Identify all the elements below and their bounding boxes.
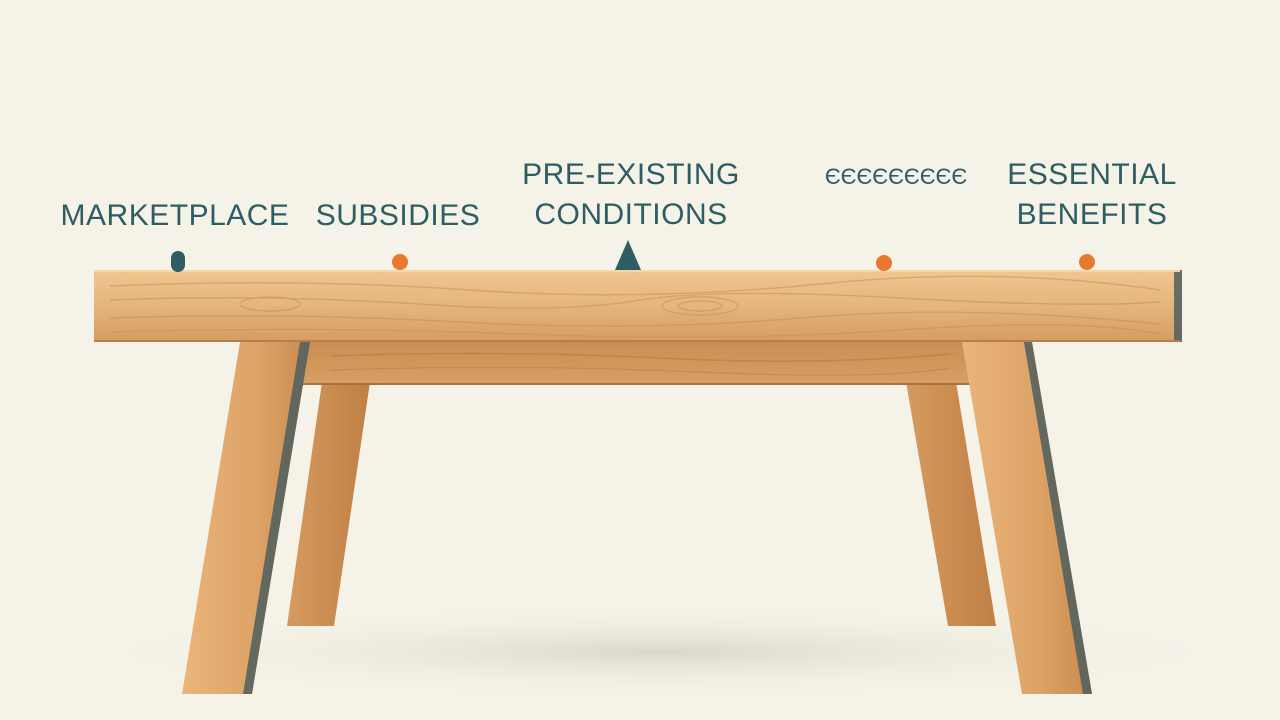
pre-existing-line1: PRE-EXISTING bbox=[522, 158, 740, 191]
pre-existing-conditions-label: PRE-EXISTING CONDITIONS bbox=[522, 155, 740, 235]
table-top bbox=[94, 270, 1182, 342]
subsidies-marker bbox=[392, 254, 408, 270]
essential-benefits-label: ESSENTIAL BENEFITS bbox=[1007, 155, 1177, 235]
essential-benefits-marker bbox=[1079, 254, 1095, 270]
essential-line2: BENEFITS bbox=[1016, 198, 1168, 231]
table-apron bbox=[300, 342, 970, 384]
subsidies-label: SUBSIDIES bbox=[316, 196, 481, 236]
wood-grain bbox=[109, 275, 1161, 338]
marketplace-marker bbox=[171, 251, 185, 272]
pre-existing-marker bbox=[615, 240, 641, 270]
marketplace-label: MARKETPLACE bbox=[61, 196, 290, 236]
back-left-leg bbox=[287, 382, 370, 626]
marketplace-text: MARKETPLACE bbox=[60, 199, 290, 232]
essential-line1: ESSENTIAL bbox=[1007, 158, 1177, 191]
garbled-text: ЄЄЄЄЄЄЄЄЄ bbox=[824, 164, 968, 189]
front-left-leg bbox=[182, 342, 310, 694]
front-right-leg bbox=[962, 342, 1092, 694]
garbled-label: ЄЄЄЄЄЄЄЄЄ bbox=[825, 164, 967, 190]
garbled-marker bbox=[876, 255, 892, 271]
floor-shadow bbox=[60, 604, 1260, 700]
subsidies-text: SUBSIDIES bbox=[315, 199, 481, 232]
back-right-leg bbox=[906, 382, 996, 626]
pre-existing-line2: CONDITIONS bbox=[534, 198, 728, 231]
